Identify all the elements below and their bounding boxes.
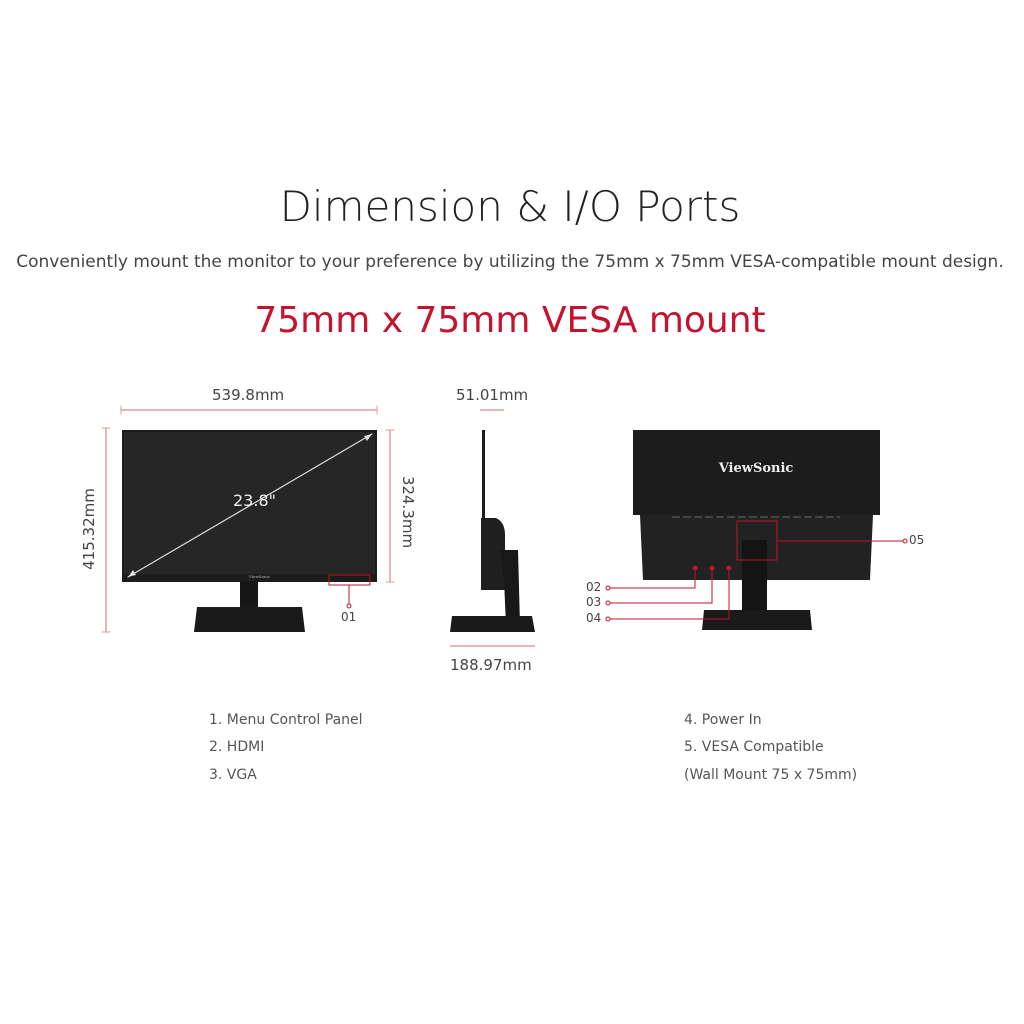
- width-label: 539.8mm: [212, 386, 285, 404]
- page-subtitle: Conveniently mount the monitor to your p…: [16, 252, 1004, 272]
- side-view: [450, 409, 535, 647]
- panel-depth-label: 51.01mm: [456, 386, 529, 404]
- page-title: Dimension & I/O Ports: [279, 182, 741, 231]
- legend-item: 3. VGA: [209, 767, 257, 783]
- svg-text:ViewSonic: ViewSonic: [248, 574, 271, 579]
- callout-01: 01: [341, 610, 357, 624]
- callout-02: 02: [586, 580, 602, 594]
- diagonal-label: 23.8": [233, 491, 276, 510]
- base-depth-label: 188.97mm: [450, 656, 532, 674]
- legend-item: 1. Menu Control Panel: [209, 712, 363, 728]
- total-height-label: 415.32mm: [79, 488, 98, 570]
- callout-04: 04: [586, 611, 602, 625]
- legend-item: 4. Power In: [684, 712, 762, 728]
- viewsonic-logo: ViewSonic: [718, 461, 794, 476]
- front-view: ViewSonic: [101, 405, 395, 633]
- legend-item: (Wall Mount 75 x 75mm): [684, 767, 858, 783]
- callout-03: 03: [586, 595, 602, 609]
- legend-item: 5. VESA Compatible: [684, 739, 824, 755]
- legend-item: 2. HDMI: [209, 739, 265, 755]
- vesa-heading: 75mm x 75mm VESA mount: [254, 300, 766, 341]
- callout-05: 05: [909, 533, 925, 547]
- back-view: ViewSonic: [605, 430, 908, 630]
- panel-height-label: 324.3mm: [399, 475, 418, 549]
